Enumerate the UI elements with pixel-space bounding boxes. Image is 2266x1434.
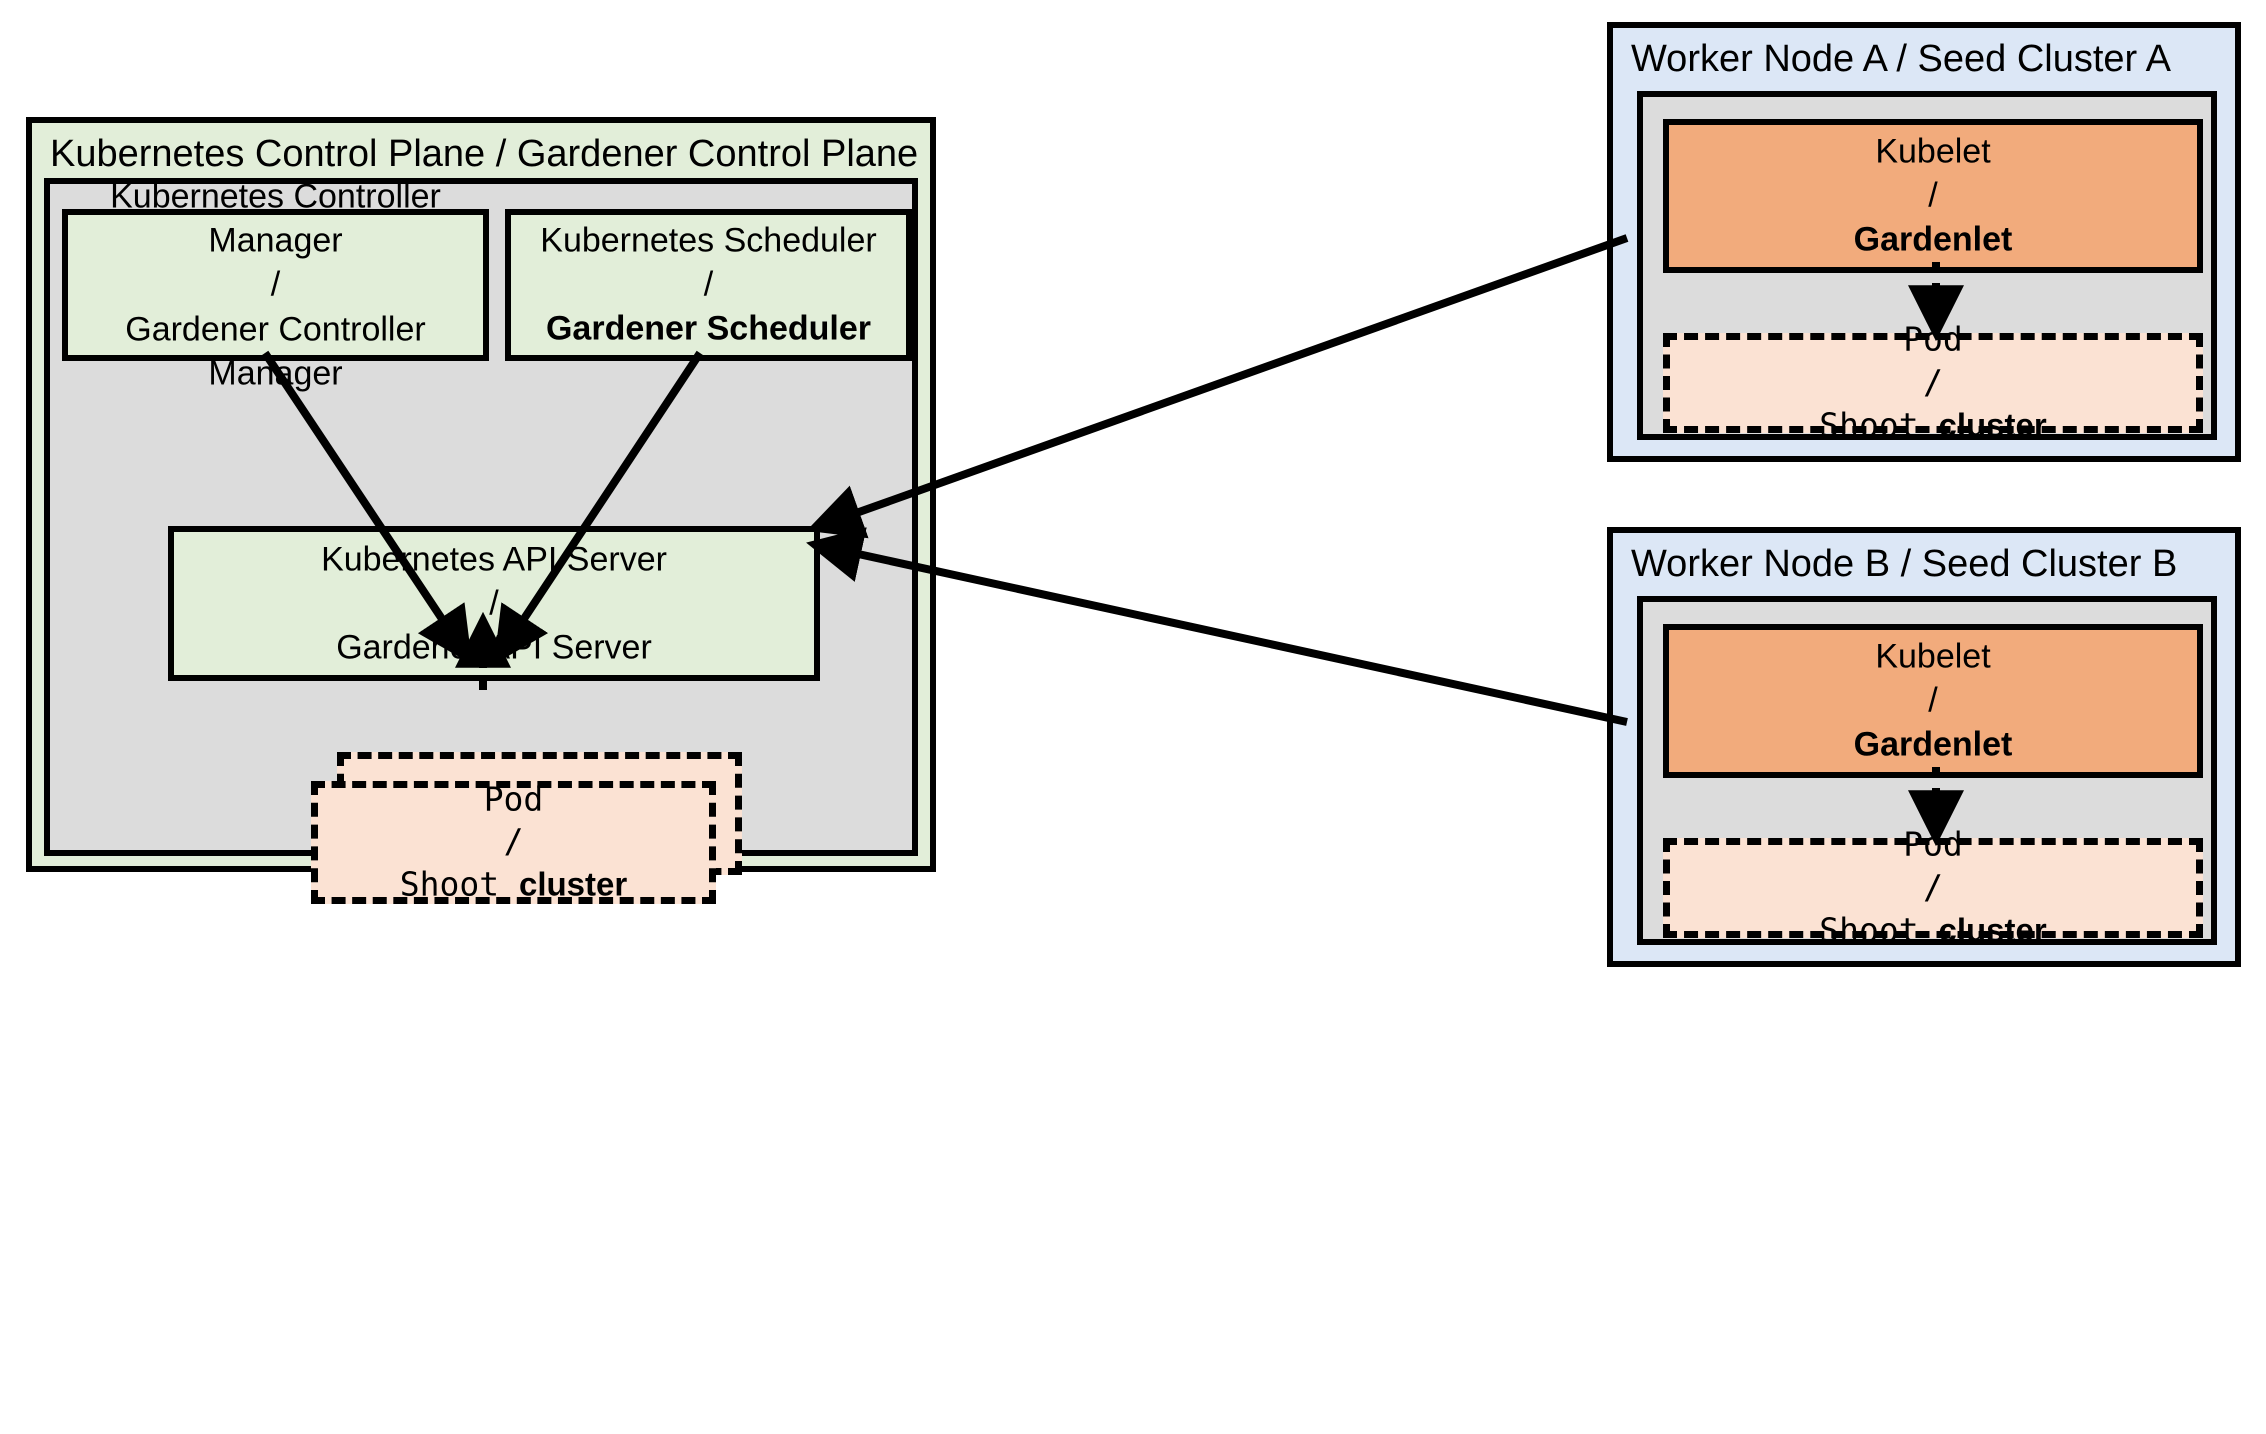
controller-manager-line1: Kubernetes Controller Manager: [110, 177, 441, 260]
control-plane-title: Kubernetes Control Plane / Gardener Cont…: [50, 133, 919, 175]
seed-b-agent-line2: Gardenlet: [1853, 726, 2013, 765]
api-server-separator: /: [489, 584, 499, 623]
seed-b-agent-line1: Kubelet: [1875, 637, 1991, 676]
control-plane-pod-separator: /: [503, 822, 524, 862]
controller-manager-separator: /: [270, 265, 281, 304]
api-server-line2: Gardener API Server: [336, 628, 652, 667]
seed-b-pod-text: Pod / Shoot cluster: [1670, 824, 2196, 953]
api-server-text: Kubernetes API Server / Gardener API Ser…: [174, 537, 814, 670]
control-plane-pod-line2: Shoot cluster: [318, 864, 709, 907]
seed-a-agent-line2: Gardenlet: [1853, 221, 2013, 260]
seed-cluster-b-panel: Worker Node B / Seed Cluster B Kubelet /…: [1607, 527, 2241, 967]
seed-cluster-a-panel: Worker Node A / Seed Cluster A Kubelet /…: [1607, 22, 2241, 462]
kubernetes-api-server-box: Kubernetes API Server / Gardener API Ser…: [168, 526, 820, 681]
seed-a-pod-line2: Shoot cluster: [1670, 404, 2196, 447]
seed-a-agent-separator: /: [1928, 176, 1938, 215]
kubernetes-scheduler-box: Kubernetes Scheduler / Gardener Schedule…: [505, 209, 912, 361]
seed-b-pod-box: Pod / Shoot cluster: [1663, 825, 2203, 949]
seed-cluster-b-title: Worker Node B / Seed Cluster B: [1631, 543, 2178, 585]
seed-b-pod-line2-prefix: Shoot: [1819, 910, 1939, 950]
seed-a-pod-box: Pod / Shoot cluster: [1663, 320, 2203, 444]
seed-b-agent-text: Kubelet / Gardenlet: [1669, 635, 2197, 768]
control-plane-pod-box: Pod / Shoot cluster: [311, 778, 716, 907]
control-plane-pod-text: Pod / Shoot cluster: [318, 778, 709, 907]
control-plane-pod-line1: Pod: [483, 779, 544, 819]
edge-seed-b-gardenlet-to-api-server: [806, 527, 1628, 726]
seed-a-pod-line1: Pod: [1903, 319, 1963, 359]
seed-cluster-a-inner-panel: Kubelet / Gardenlet Pod / Shoot cluster: [1637, 91, 2217, 444]
scheduler-line1: Kubernetes Scheduler: [540, 221, 877, 260]
controller-manager-text: Kubernetes Controller Manager / Gardener…: [68, 175, 483, 396]
seed-b-pod-separator: /: [1923, 867, 1943, 907]
kubernetes-controller-manager-box: Kubernetes Controller Manager / Gardener…: [62, 178, 489, 392]
seed-a-pod-line2-prefix: Shoot: [1819, 405, 1939, 445]
scheduler-text: Kubernetes Scheduler / Gardener Schedule…: [511, 219, 906, 352]
seed-b-pod-line2: Shoot cluster: [1670, 909, 2196, 952]
seed-a-pod-text: Pod / Shoot cluster: [1670, 319, 2196, 448]
scheduler-separator: /: [703, 265, 714, 304]
edge-seed-a-gardenlet-to-api-server: [806, 234, 1629, 539]
control-plane-panel: Kubernetes Control Plane / Gardener Cont…: [26, 117, 936, 904]
seed-cluster-b-inner-panel: Kubelet / Gardenlet Pod / Shoot cluster: [1637, 596, 2217, 949]
control-plane-inner-panel: Kubernetes Controller Manager / Gardener…: [44, 178, 918, 904]
seed-b-pod-line1: Pod: [1903, 824, 1963, 864]
seed-a-agent-line1: Kubelet: [1875, 132, 1991, 171]
seed-a-agent-text: Kubelet / Gardenlet: [1669, 130, 2197, 263]
seed-b-agent-separator: /: [1928, 681, 1938, 720]
control-plane-pod-line2-prefix: Shoot: [399, 864, 519, 904]
control-plane-pod-line2-suffix: cluster: [519, 865, 628, 903]
controller-manager-line2: Gardener Controller Manager: [125, 310, 426, 393]
seed-b-kubelet-gardenlet-box: Kubelet / Gardenlet: [1663, 624, 2203, 778]
seed-cluster-a-title: Worker Node A / Seed Cluster A: [1631, 38, 2172, 80]
seed-a-pod-line2-suffix: cluster: [1938, 406, 2047, 444]
scheduler-line2: Gardener Scheduler: [545, 310, 871, 349]
seed-b-pod-line2-suffix: cluster: [1938, 911, 2047, 949]
seed-a-pod-separator: /: [1923, 362, 1943, 402]
seed-a-kubelet-gardenlet-box: Kubelet / Gardenlet: [1663, 119, 2203, 273]
api-server-line1: Kubernetes API Server: [321, 540, 667, 579]
